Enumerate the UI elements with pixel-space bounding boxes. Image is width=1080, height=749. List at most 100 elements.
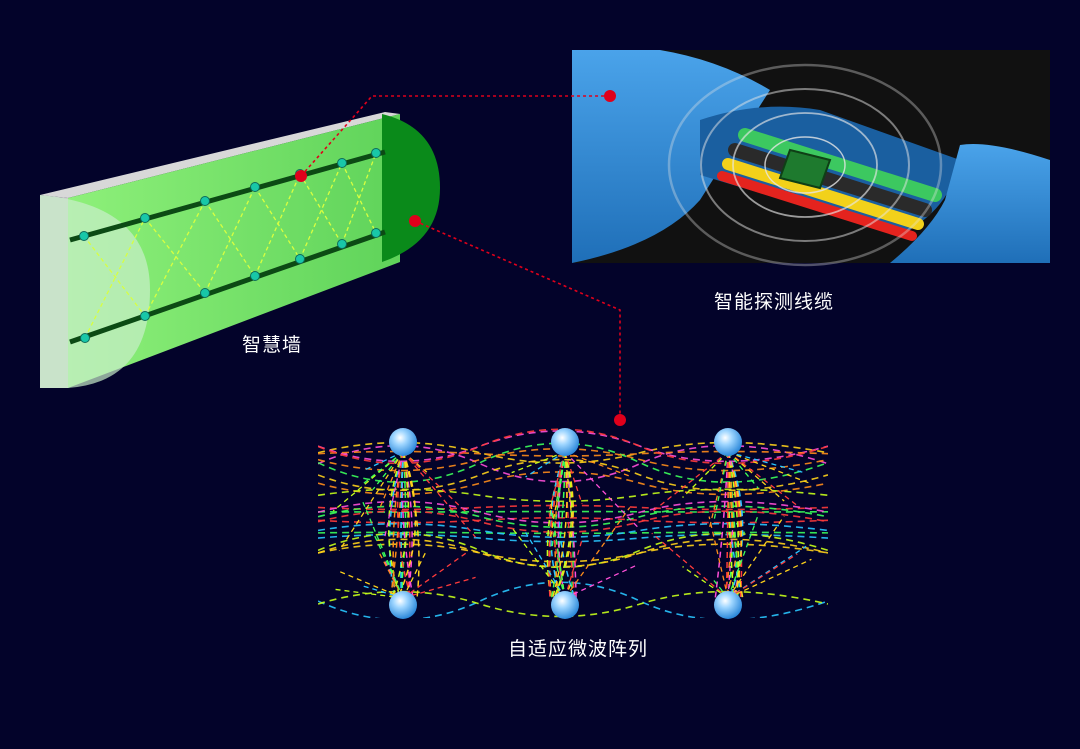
microwave-beam [553,451,573,599]
wall-body [68,114,400,388]
microwave-emitter [389,591,417,619]
microwave-beam [708,516,729,599]
microwave-beam [401,451,414,599]
microwave-beam [564,451,576,599]
microwave-beam [318,458,828,492]
microwave-beam [402,451,467,513]
wall-beam [254,186,301,260]
microwave-beam [333,588,404,599]
microwave-beam [318,500,828,524]
microwave-beam [714,451,729,599]
microwave-emitter [389,428,417,456]
microwave-beam [318,510,828,534]
microwave-emitters [389,428,742,619]
microwave-beam [564,451,573,518]
wall-beam [254,173,301,277]
microwave-beam [378,451,404,510]
microwave-beam [551,451,566,551]
microwave-beam [318,504,828,511]
wall-sensor-node [337,158,347,168]
microwave-beam [402,576,476,599]
connector-dot [614,414,626,426]
microwave-beam [397,451,417,599]
microwave-beam [524,532,566,599]
smart-wall-illustration [40,112,440,388]
microwave-beam [525,451,566,478]
microwave-beam [727,451,807,474]
cable-black [728,143,932,217]
wall-beam [144,217,206,294]
microwave-beam [727,545,807,599]
microwave-beam [402,451,413,599]
microwave-beam [551,451,568,599]
microwave-beam [402,552,467,599]
wall-sensor-node [140,311,150,321]
wall-beam [341,152,377,245]
microwave-beam [396,451,412,599]
microwave-beam [392,451,404,599]
wall-sensor-node [371,148,381,158]
microwave-beam [727,451,735,599]
wall-sensor-node [140,213,150,223]
wall-sensor-node [250,182,260,192]
microwave-beam [727,451,744,599]
microwave-beam [682,451,729,498]
wall-sensor-node [295,254,305,264]
microwave-beam [727,451,798,507]
microwave-beam [727,451,744,599]
smart-cable-label: 智能探测线缆 [714,291,835,313]
connector-lines [300,95,621,420]
wall-sensor-node [371,228,381,238]
wall-beam [83,235,146,317]
microwave-beam [727,451,785,502]
microwave-beam [682,566,729,599]
microwave-beam [564,507,631,599]
wall-sensor-node [200,196,210,206]
connector-dot [604,90,616,102]
microwave-beam [727,528,734,599]
microwave-beam [564,563,639,599]
microwave-beam [557,451,566,599]
microwave-beam [318,447,828,472]
microwave-beam [727,451,812,485]
microwave-beam [339,570,404,599]
microwave-beam [558,451,576,599]
microwave-beam [402,451,420,599]
microwave-beam [363,585,404,599]
wall-end-cap [382,114,440,262]
connector-wall-to-cable [300,95,610,177]
microwave-beam [727,553,798,599]
microwave-beam [372,451,404,490]
smart-cable-illustration [572,50,1050,267]
microwave-beam [547,509,566,599]
smart-wall-label: 智慧墙 [242,334,303,356]
cable-yellow [722,158,924,230]
pipe-right-section [890,144,1050,263]
microwave-beam [402,451,477,538]
wall-beam [84,217,146,339]
connector-dot [295,170,307,182]
signal-ripples [667,63,943,267]
microwave-emitter [551,591,579,619]
microwave-beam [727,451,739,599]
microwave-beam [564,539,583,599]
wall-beam [144,200,206,317]
microwave-beam [726,451,743,599]
wall-sensor-node [200,288,210,298]
microwave-beam [556,451,566,501]
wall-rail-upper [69,149,386,243]
microwave-beam [727,451,743,599]
microwave-beam [402,451,411,599]
microwave-array-illustration [318,428,828,619]
microwave-beam [727,451,759,489]
microwave-beam [400,451,404,599]
microwave-beam [651,451,729,513]
microwave-beam [725,451,729,599]
microwave-beam [318,430,828,463]
wall-top-edge [40,112,400,198]
microwave-beam [549,451,566,539]
wall-beam [299,162,343,260]
microwave-beam [391,451,410,599]
microwave-emitter [551,428,579,456]
